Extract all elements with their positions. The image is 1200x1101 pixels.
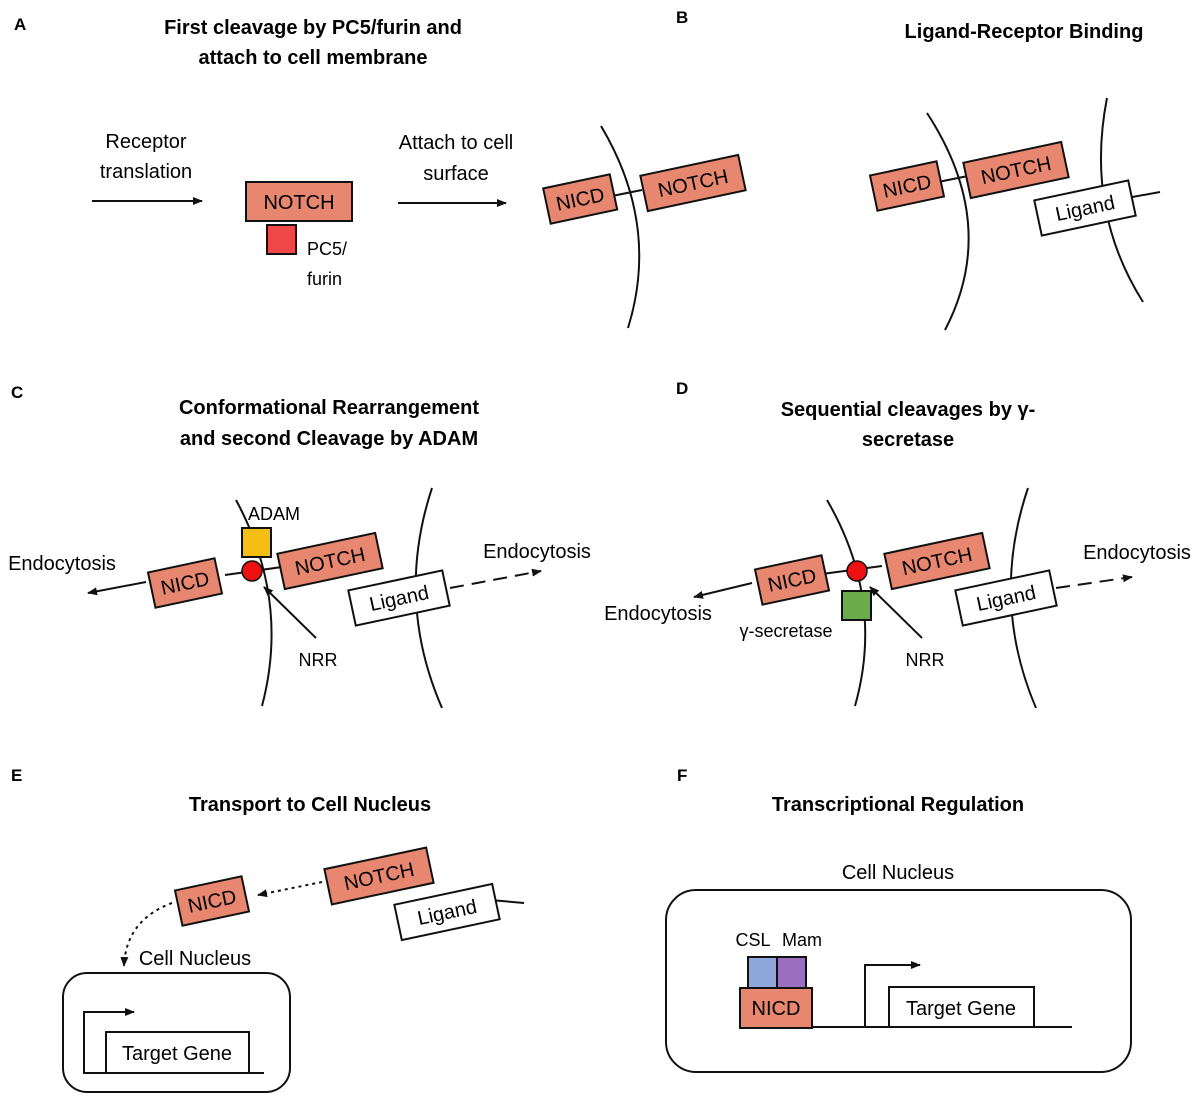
panel-a-title-line1: First cleavage by PC5/furin and: [164, 17, 462, 39]
target-gene-box-f: [888, 986, 1035, 1028]
nucleus-arrow-e: [120, 902, 173, 967]
membrane-b-left: [926, 112, 970, 331]
panel-c: C Conformational Rearrangement and secon…: [8, 383, 591, 709]
panel-f-title: Transcriptional Regulation: [772, 794, 1024, 816]
notch-linker-b: [937, 175, 969, 183]
nucleus-f: [665, 889, 1132, 1073]
panel-b-title: Ligand-Receptor Binding: [905, 21, 1144, 43]
panel-a-title-line2: attach to cell membrane: [199, 47, 428, 69]
nicd-box-b: NICD: [868, 160, 946, 212]
endocytosis-arrow-d-right: [1055, 574, 1133, 589]
nrr-pointer-d: [869, 586, 923, 639]
notch-box-a2: NOTCH: [639, 153, 747, 213]
panel-d-title-line1: Sequential cleavages by γ-: [781, 399, 1036, 421]
ligand-box-d: Ligand: [954, 569, 1058, 627]
attach-label-line1: Attach to cell: [399, 132, 514, 154]
panel-a: A First cleavage by PC5/furin and attach…: [14, 15, 747, 329]
target-gene-label-f: Target Gene: [906, 998, 1016, 1020]
cell-nucleus-label-e: Cell Nucleus: [139, 948, 251, 970]
notch-linker-a: [611, 189, 643, 197]
panel-e-title: Transport to Cell Nucleus: [189, 794, 431, 816]
membrane-c-left: [235, 499, 273, 707]
cleavage-site-d: [846, 560, 868, 582]
notch-box-d: NOTCH: [883, 531, 991, 591]
nicd-label-f: NICD: [752, 998, 801, 1020]
panel-e: E Transport to Cell Nucleus NOTCH Ligand…: [11, 766, 525, 1093]
notch-box: [245, 181, 353, 222]
csl-label: CSL: [735, 930, 770, 950]
endocytosis-arrow-c-left: [87, 581, 147, 596]
nicd-box-c: NICD: [146, 557, 224, 609]
nrr-label-c: NRR: [299, 650, 338, 670]
panel-letter-d: D: [676, 379, 688, 398]
mam-label: Mam: [782, 930, 822, 950]
panel-letter-b: B: [676, 8, 688, 27]
ligand-box-b: Ligand: [1033, 179, 1137, 237]
nrr-label-d: NRR: [906, 650, 945, 670]
target-gene-box-e: [105, 1031, 250, 1074]
transport-arrow-e: [257, 881, 323, 898]
promoter-arrow-f: [864, 961, 921, 1027]
panel-d-title-line2: secretase: [862, 429, 954, 451]
nucleus-e: [62, 972, 291, 1093]
mam-box: [776, 956, 807, 989]
adam-label: ADAM: [248, 504, 300, 524]
panel-letter-e: E: [11, 766, 22, 785]
nrr-pointer-c: [263, 586, 317, 639]
panel-c-title-line2: and second Cleavage by ADAM: [180, 428, 478, 450]
nicd-box-e: NICD: [173, 875, 251, 927]
nicd-box-d: NICD: [753, 554, 831, 606]
endocytosis-label-c-right: Endocytosis: [483, 541, 591, 563]
panel-d: D Sequential cleavages by γ- secretase N…: [604, 379, 1191, 709]
ligand-box-c: Ligand: [347, 569, 451, 627]
nicd-box-f: [739, 987, 813, 1029]
endocytosis-arrow-d-left: [693, 582, 753, 599]
endocytosis-label-c-left: Endocytosis: [8, 553, 116, 575]
adam-box: [241, 527, 272, 558]
endocytosis-label-d-right: Endocytosis: [1083, 542, 1191, 564]
csl-box: [747, 956, 778, 989]
nicd-box-a: NICD: [542, 173, 619, 225]
receptor-translation-label-line2: translation: [100, 161, 192, 183]
notch-box-b: NOTCH: [962, 140, 1070, 200]
promoter-arrow-e: [83, 1008, 135, 1073]
pc5-furin-label-line2: furin: [307, 269, 342, 289]
endocytosis-arrow-c-right: [449, 568, 542, 589]
panel-f: F Transcriptional Regulation Cell Nucleu…: [665, 766, 1132, 1073]
receptor-translation-label-line1: Receptor: [105, 131, 186, 153]
cleavage-site-c: [241, 560, 263, 582]
cell-nucleus-label-f: Cell Nucleus: [842, 862, 954, 884]
pc5-furin-label-line1: PC5/: [307, 239, 347, 259]
notch-box-c: NOTCH: [276, 531, 384, 591]
ligand-box-e: Ligand: [393, 882, 501, 942]
panel-letter-a: A: [14, 15, 26, 34]
endocytosis-label-d-left: Endocytosis: [604, 603, 712, 625]
membrane-a: [600, 125, 641, 329]
gamma-secretase-label: γ-secretase: [739, 621, 832, 641]
panel-letter-c: C: [11, 383, 23, 402]
panel-b: B Ligand-Receptor Binding NICD NOTCH Lig…: [676, 8, 1161, 331]
panel-letter-f: F: [677, 766, 687, 785]
target-gene-label-e: Target Gene: [122, 1043, 232, 1065]
gamma-secretase-box: [841, 590, 872, 621]
notch-label: NOTCH: [263, 192, 334, 214]
attach-label-line2: surface: [423, 163, 489, 185]
pc5-furin-box: [266, 224, 297, 255]
notch-box-e: NOTCH: [323, 846, 435, 906]
panel-c-title-line1: Conformational Rearrangement: [179, 397, 479, 419]
